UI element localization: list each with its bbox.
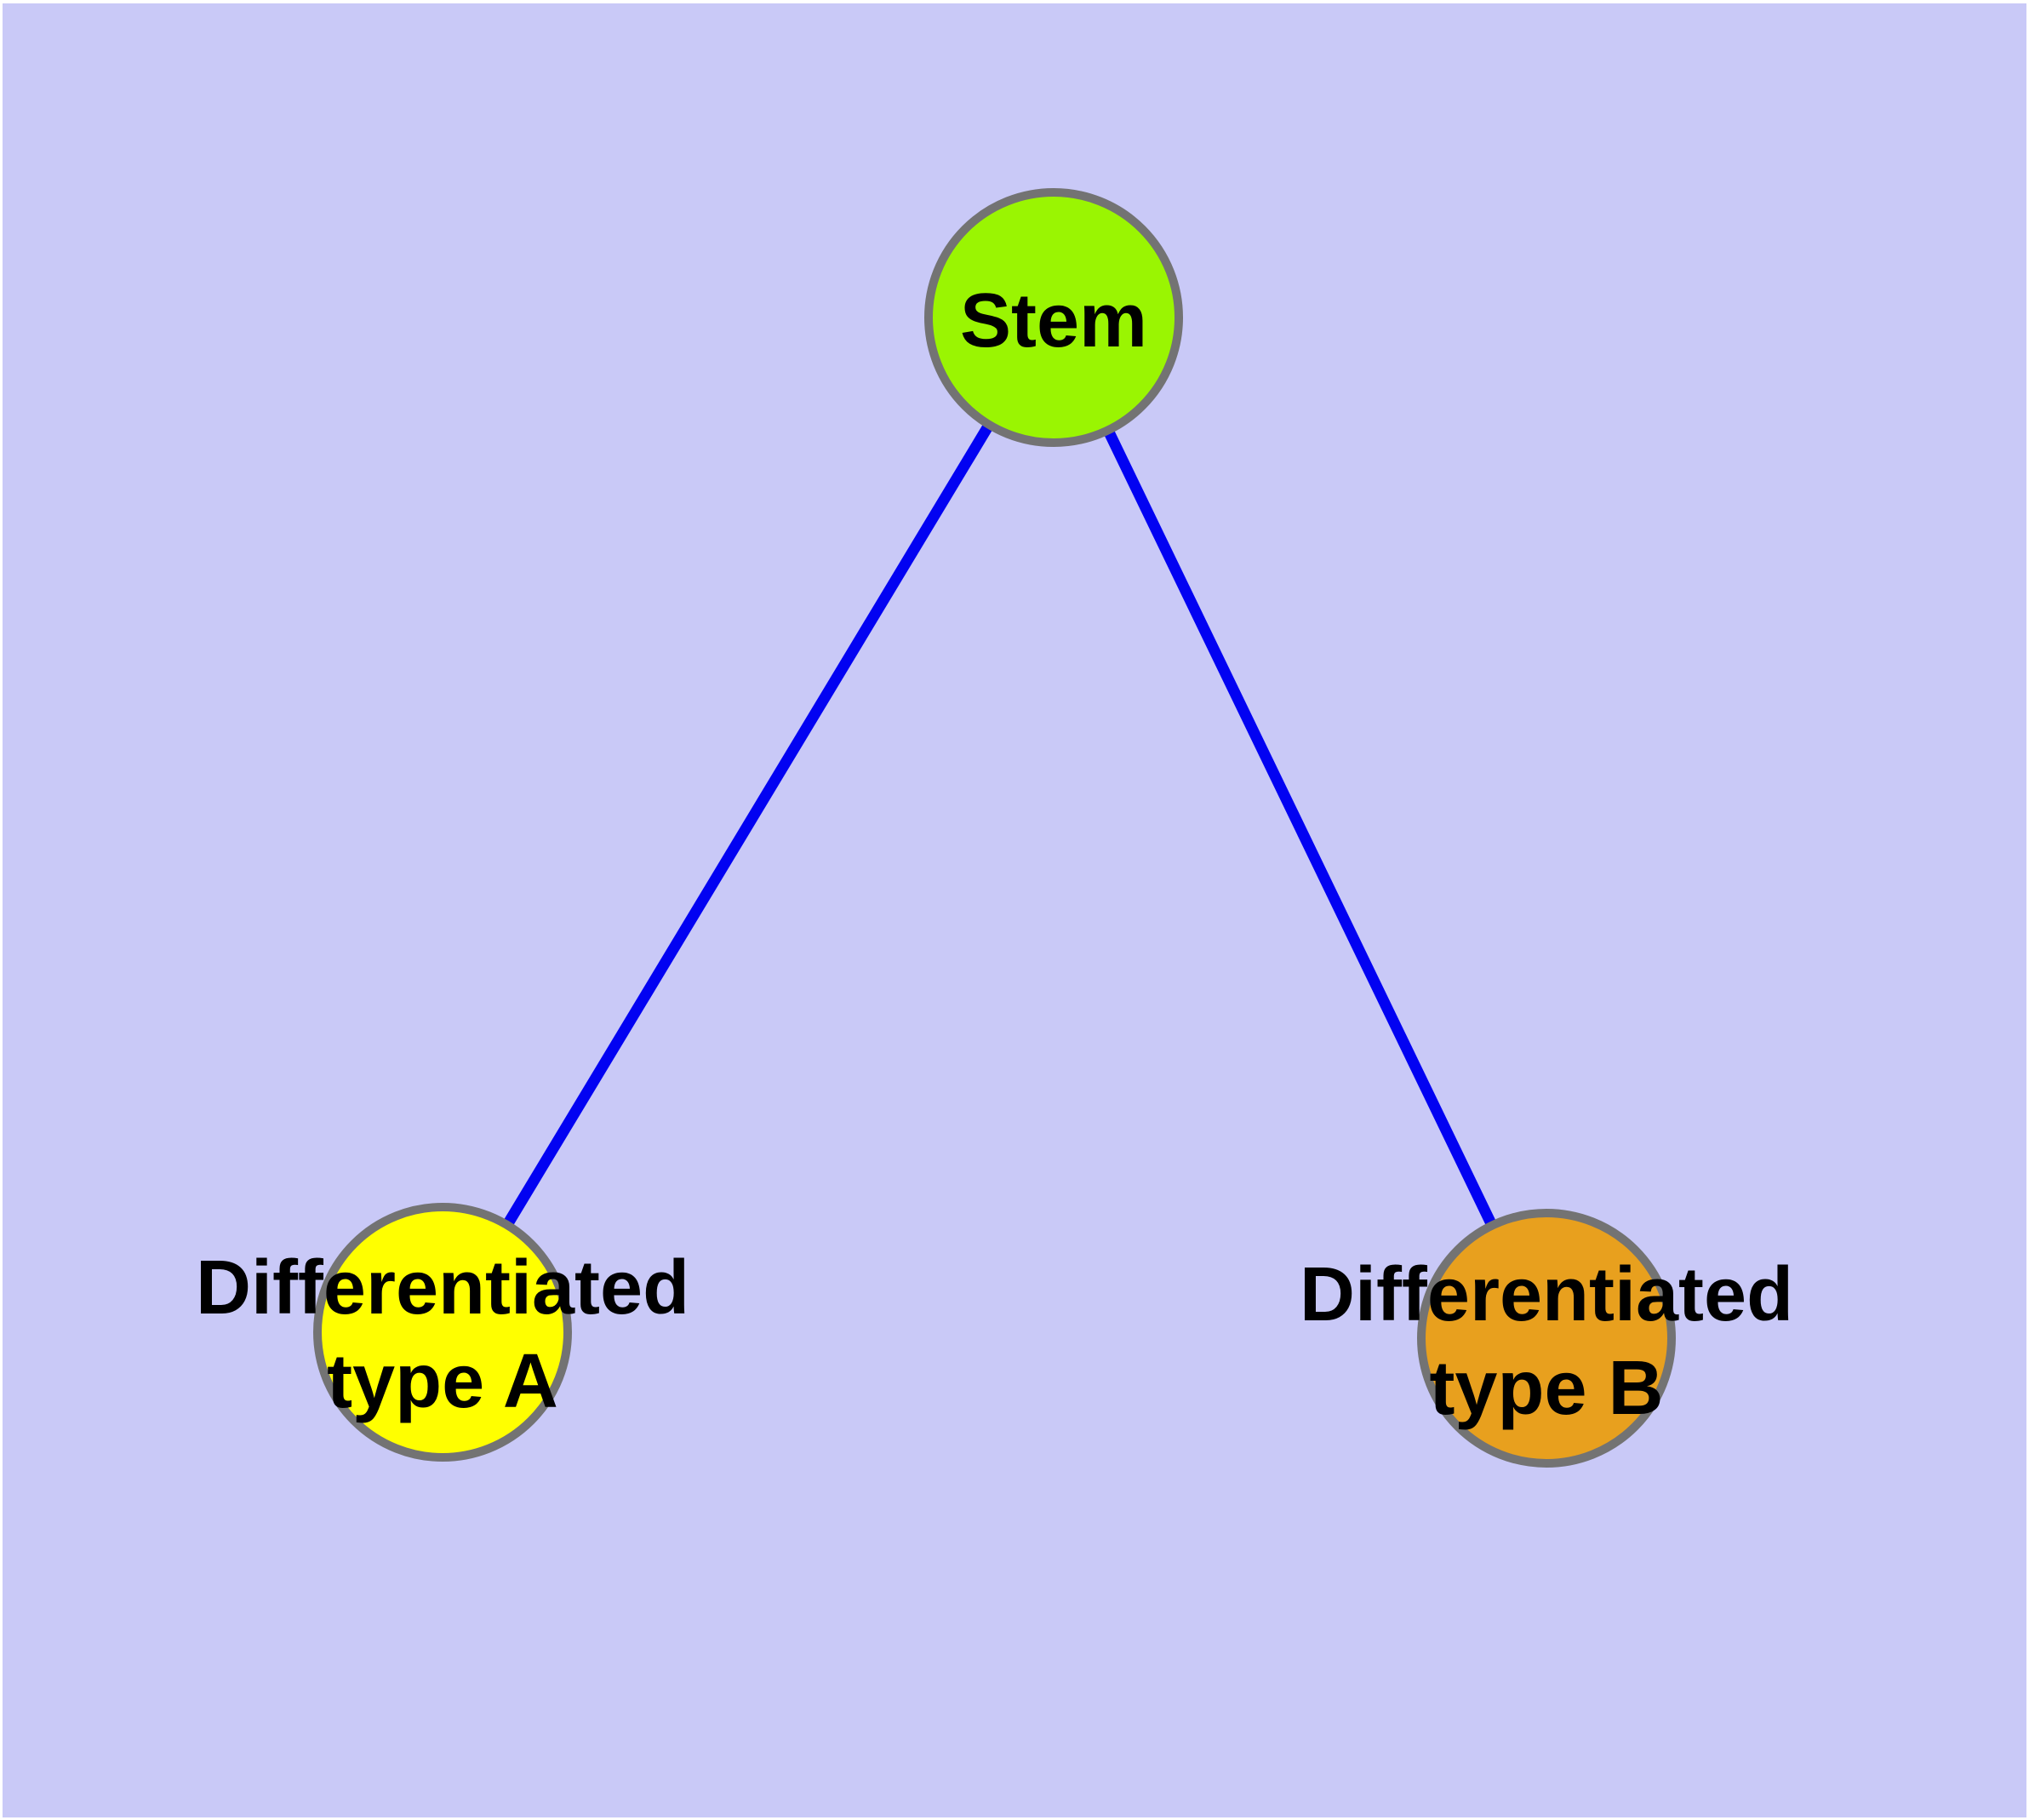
node-stem-circle <box>924 188 1183 447</box>
label-line-1: Differentiated <box>195 1245 690 1331</box>
label-line-2: type A <box>327 1339 558 1424</box>
edge-stem-to-type-a <box>437 314 1059 1336</box>
node-differentiated-type-a-label: Differentiated type A <box>196 1241 689 1428</box>
node-differentiated-type-b-circle <box>1417 1209 1676 1468</box>
node-differentiated-type-a-circle <box>313 1203 572 1462</box>
label-line-2: type B <box>1429 1346 1664 1431</box>
node-stem-label: Stem <box>959 278 1148 363</box>
node-differentiated-type-b-label: Differentiated type B <box>1300 1248 1793 1435</box>
edge-stem-to-type-b <box>1049 315 1552 1341</box>
label-line-1: Differentiated <box>1299 1252 1794 1337</box>
